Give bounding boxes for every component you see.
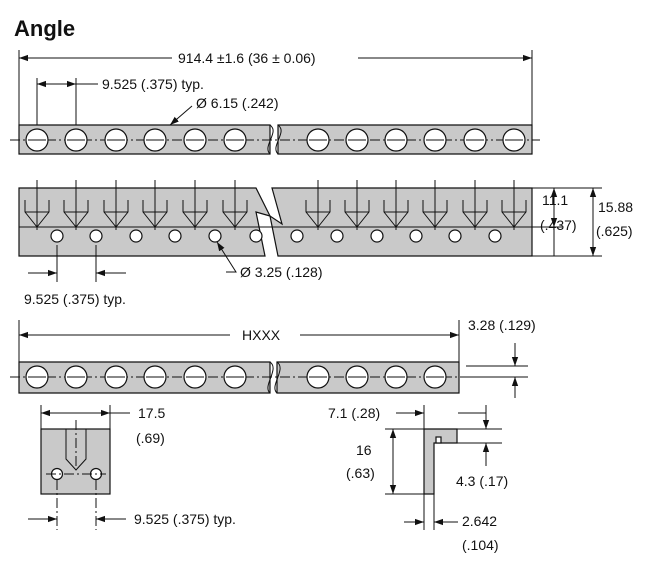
pitch-top-dim: 9.525 (.375) typ. xyxy=(102,76,204,92)
front-view: 11.1 (.437) 15.88 (.625) 9.525 (.375) ty… xyxy=(18,180,633,307)
lip-height-dim: 4.3 (.17) xyxy=(456,473,508,489)
pitch-bottom-dim: 9.525 (.375) typ. xyxy=(24,291,126,307)
slot-hole xyxy=(223,365,247,389)
countersink xyxy=(63,180,89,230)
mounting-hole xyxy=(370,229,384,243)
front-strip-right xyxy=(269,187,533,257)
slot-hole xyxy=(64,128,88,152)
mounting-hole xyxy=(330,229,344,243)
countersink xyxy=(103,180,129,230)
slot-hole xyxy=(143,365,167,389)
wall-thickness-inch-dim: (.104) xyxy=(462,537,499,553)
countersink xyxy=(222,180,248,230)
top-view: 914.4 ±1.6 (36 ± 0.06) 9.525 (.375) typ.… xyxy=(10,50,540,155)
section-view: 7.1 (.28) 16 (.63) 4.3 (.17) 2.642 (.104… xyxy=(328,405,508,553)
slot-hole xyxy=(25,365,49,389)
countersink xyxy=(422,180,448,230)
hxxx-view: HXXX 3.28 (.129) xyxy=(10,317,536,398)
mounting-hole xyxy=(129,229,143,243)
mounting-hole xyxy=(249,229,263,243)
block-width-dim: 17.5 xyxy=(138,405,165,421)
height-b-inch-dim: (.625) xyxy=(596,223,633,239)
block-view: 17.5 (.69) 9.525 (.375) typ. xyxy=(28,405,236,530)
slot-hole xyxy=(463,128,487,152)
section-height-inch-dim: (.63) xyxy=(346,465,375,481)
countersink xyxy=(305,180,331,230)
overall-length-dim: 914.4 ±1.6 (36 ± 0.06) xyxy=(178,50,316,66)
slot-hole xyxy=(423,365,447,389)
mounting-hole xyxy=(488,229,502,243)
section-height-dim: 16 xyxy=(356,442,372,458)
countersink xyxy=(344,180,370,230)
mounting-hole xyxy=(168,229,182,243)
height-a-inch-dim: (.437) xyxy=(540,217,577,233)
height-b-dim: 15.88 xyxy=(598,199,633,215)
countersink xyxy=(182,180,208,230)
slot-hole xyxy=(384,365,408,389)
mounting-hole xyxy=(409,229,423,243)
hxxx-dim: HXXX xyxy=(242,327,281,343)
countersink xyxy=(501,180,527,230)
slot-hole xyxy=(183,128,207,152)
mounting-hole xyxy=(290,229,304,243)
slot-hole xyxy=(423,128,447,152)
slot-hole xyxy=(104,365,128,389)
slot-hole xyxy=(345,365,369,389)
slot-hole xyxy=(183,365,207,389)
slot-hole xyxy=(143,128,167,152)
flange-width-dim: 7.1 (.28) xyxy=(328,405,380,421)
thickness-dim: 3.28 (.129) xyxy=(468,317,536,333)
slot-diameter-dim: Ø 6.15 (.242) xyxy=(196,95,279,111)
slot-hole xyxy=(104,128,128,152)
block-pitch-dim: 9.525 (.375) typ. xyxy=(134,511,236,527)
slot-hole xyxy=(502,128,526,152)
mounting-hole xyxy=(208,229,222,243)
countersink xyxy=(462,180,488,230)
slot-hole xyxy=(306,128,330,152)
mounting-hole xyxy=(50,229,64,243)
break-mark xyxy=(267,124,282,155)
block-width-inch-dim: (.69) xyxy=(136,430,165,446)
slot-hole xyxy=(345,128,369,152)
slot-hole xyxy=(25,128,49,152)
wall-thickness-dim: 2.642 xyxy=(462,513,497,529)
slot-hole xyxy=(223,128,247,152)
slot-hole xyxy=(384,128,408,152)
height-a-dim: 11.1 xyxy=(542,192,568,208)
page-title: Angle xyxy=(14,16,75,41)
countersink xyxy=(24,180,50,230)
slot-hole xyxy=(306,365,330,389)
mounting-hole xyxy=(448,229,462,243)
slot-hole xyxy=(64,365,88,389)
countersink xyxy=(383,180,409,230)
mounting-hole xyxy=(89,229,103,243)
hole-diameter-dim: Ø 3.25 (.128) xyxy=(240,264,323,280)
countersink xyxy=(142,180,168,230)
